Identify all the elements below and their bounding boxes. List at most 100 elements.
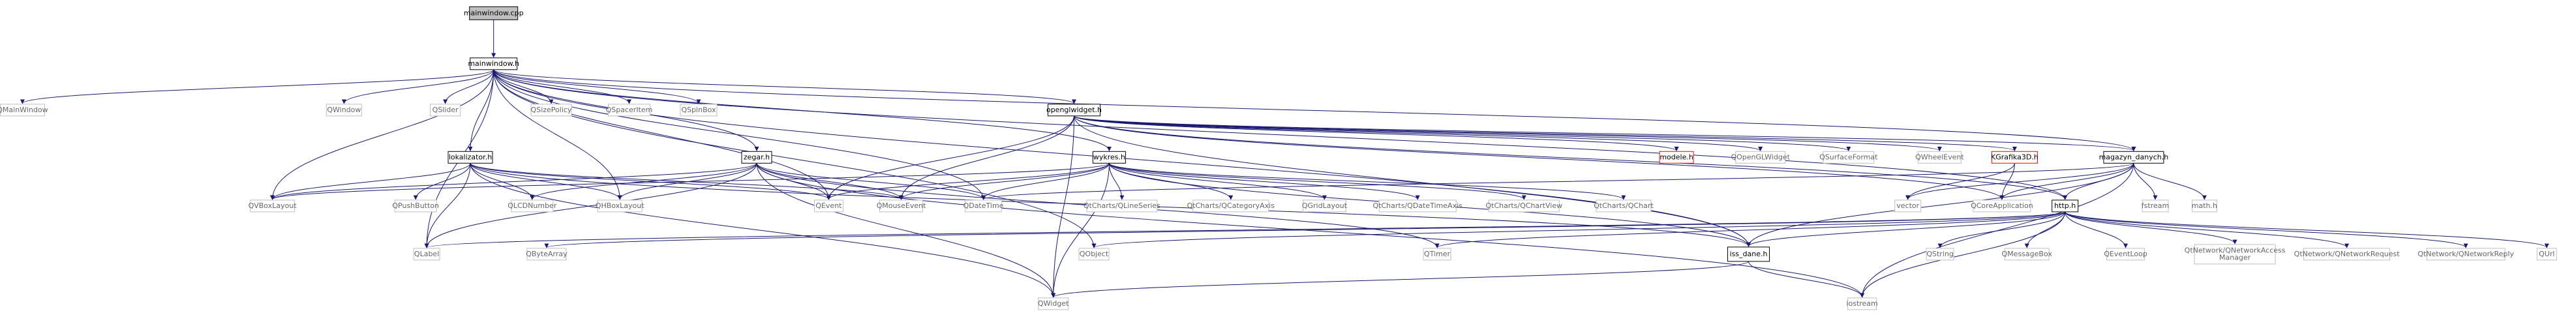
edge-zegar_h-to-QDateTime [756,163,986,200]
edge-zegar_h-to-QLabel [424,163,757,248]
node-box-iss_dane_h [1727,246,1770,262]
edge-mainwindow_h-to-QSpinBox [493,69,701,104]
node-label-fstream: fstream [2142,201,2169,210]
node-box-QSurfaceFormat [1823,151,1875,164]
node-vector[interactable]: vector [1894,200,1922,213]
node-box-QLCDNumber [511,200,554,213]
node-label-QTimer: QTimer [1424,250,1451,258]
node-openglwidget_h[interactable]: openglwidget.h [1046,104,1102,117]
node-label-QLineSeries: QtCharts/QLineSeries [1083,201,1160,210]
node-label-QSpacerItem: QSpacerItem [606,106,653,114]
edge-magazyn_danych_h-to-vector [1905,163,2134,200]
node-label-wykres_h: wykres.h [1093,153,1125,161]
node-label-QMainWindow: QMainWindow [0,106,48,114]
node-QChart[interactable]: QtCharts/QChart [1594,200,1654,213]
node-QLineSeries[interactable]: QtCharts/QLineSeries [1083,200,1160,213]
edge-mainwindow_h-to-QSlider [443,69,494,104]
node-fstream[interactable]: fstream [2142,200,2169,213]
node-box-QPushButton [394,200,437,213]
node-QSpinBox[interactable]: QSpinBox [680,104,718,117]
node-label-zegar_h: zegar.h [744,153,770,161]
node-QByteArray[interactable]: QByteArray [526,248,568,261]
node-box-iostream [1847,297,1877,310]
node-QDateTime[interactable]: QDateTime [963,200,1004,213]
node-label-QObject: QObject [1080,250,1109,258]
node-QVBoxLayout[interactable]: QVBoxLayout [249,200,297,213]
edge-mainwindow_h-to-QDateTime [493,69,986,200]
node-label-QSpinBox: QSpinBox [681,106,716,114]
node-QNetworkRequest[interactable]: QtNetwork/QNetworkRequest [2294,248,2401,261]
node-QEventLoop[interactable]: QEventLoop [2104,248,2147,261]
node-QEvent[interactable]: QEvent [813,200,843,213]
node-QTimer[interactable]: QTimer [1423,248,1451,261]
node-QSizePolicy[interactable]: QSizePolicy [530,104,572,117]
node-label-QSurfaceFormat: QSurfaceFormat [1819,153,1878,161]
node-QOpenGLWidget[interactable]: QOpenGLWidget [1731,151,1791,164]
node-mainwindow_h[interactable]: mainwindow.h [468,57,519,70]
node-QMessageBox[interactable]: QMessageBox [2002,248,2053,261]
node-label-QDateTimeAxis: QtCharts/QDateTimeAxis [1373,201,1463,210]
node-wykres_h[interactable]: wykres.h [1092,151,1126,164]
node-iss_dane_h[interactable]: iss_dane.h [1727,246,1770,262]
node-label-mainwindow_cpp: mainwindow.cpp [464,8,524,17]
node-box-QHBoxLayout [597,200,643,213]
node-box-QWidget [1038,297,1069,310]
node-zegar_h[interactable]: zegar.h [741,151,772,164]
node-QLabel[interactable]: QLabel [413,248,440,261]
node-QUrl[interactable]: QUrl [2536,248,2557,261]
node-box-QWheelEvent [1917,151,1962,164]
edge-iss_dane_h-to-iostream [1748,261,1865,298]
node-QSlider[interactable]: QSlider [430,104,461,117]
node-QPushButton[interactable]: QPushButton [392,200,439,213]
node-modele_h[interactable]: modele.h [1659,151,1694,164]
node-iostream[interactable]: iostream [1846,297,1878,310]
node-QNetworkReply[interactable]: QtNetwork/QNetworkReply [2417,248,2514,261]
node-QLCDNumber[interactable]: QLCDNumber [508,200,557,213]
node-lokalizator_h[interactable]: lokalizator.h [447,151,493,164]
node-QSpacerItem[interactable]: QSpacerItem [606,104,653,117]
node-box-QTimer [1423,248,1451,261]
node-QCategoryAxis[interactable]: QtCharts/QCategoryAxis [1187,200,1275,213]
node-label-QChart: QtCharts/QChart [1594,201,1654,210]
node-box-QChartView [1488,200,1560,213]
node-label-magazyn_danych_h: magazyn_danych.h [2099,153,2169,161]
node-box-QEvent [813,200,843,213]
edge-wykres_h-to-QChart [1108,162,1626,200]
node-label-QPushButton: QPushButton [392,201,439,210]
node-label-QNetworkAccessManager-1: Manager [2219,253,2251,261]
edge-http_h-to-QString [1937,211,2066,248]
node-QSurfaceFormat[interactable]: QSurfaceFormat [1819,151,1878,164]
node-QWindow[interactable]: QWindow [326,104,362,117]
node-QChartView[interactable]: QtCharts/QChartView [1485,200,1562,213]
node-label-QLCDNumber: QLCDNumber [508,201,557,210]
node-QHBoxLayout[interactable]: QHBoxLayout [596,200,644,213]
node-QMouseEvent[interactable]: QMouseEvent [877,200,927,213]
node-QWidget[interactable]: QWidget [1038,297,1069,310]
node-math_h[interactable]: math.h [2192,200,2217,213]
edge-wykres_h-to-QDateTimeAxis [1108,162,1420,200]
node-magazyn_danych_h[interactable]: magazyn_danych.h [2099,151,2169,164]
node-KGrafika3D_h[interactable]: KGrafika3D.h [1991,151,2038,164]
node-QWheelEvent[interactable]: QWheelEvent [1915,151,1964,164]
node-box-mainwindow_cpp [469,6,519,20]
node-label-vector: vector [1896,201,1919,210]
node-box-vector [1894,200,1922,213]
node-label-QMessageBox: QMessageBox [2002,250,2053,258]
node-http_h[interactable]: http.h [2052,200,2079,213]
edge-wykres_h-to-QGridLayout [1108,163,1327,200]
node-QMainWindow[interactable]: QMainWindow [0,104,48,117]
node-box-QString [1926,248,1954,261]
node-label-math_h: math.h [2192,201,2217,210]
node-QCoreApplication[interactable]: QCoreApplication [1971,200,2033,213]
node-label-modele_h: modele.h [1659,153,1693,161]
node-label-QByteArray: QByteArray [526,250,568,258]
node-QString[interactable]: QString [1926,248,1954,261]
node-box-zegar_h [741,151,772,164]
node-label-QMouseEvent: QMouseEvent [877,201,927,210]
node-box-QWindow [326,104,362,117]
node-QDateTimeAxis[interactable]: QtCharts/QDateTimeAxis [1373,200,1463,213]
edge-lokalizator_h-to-QWidget [470,163,1056,298]
node-QGridLayout[interactable]: QGridLayout [1302,200,1348,213]
node-QObject[interactable]: QObject [1078,248,1110,261]
